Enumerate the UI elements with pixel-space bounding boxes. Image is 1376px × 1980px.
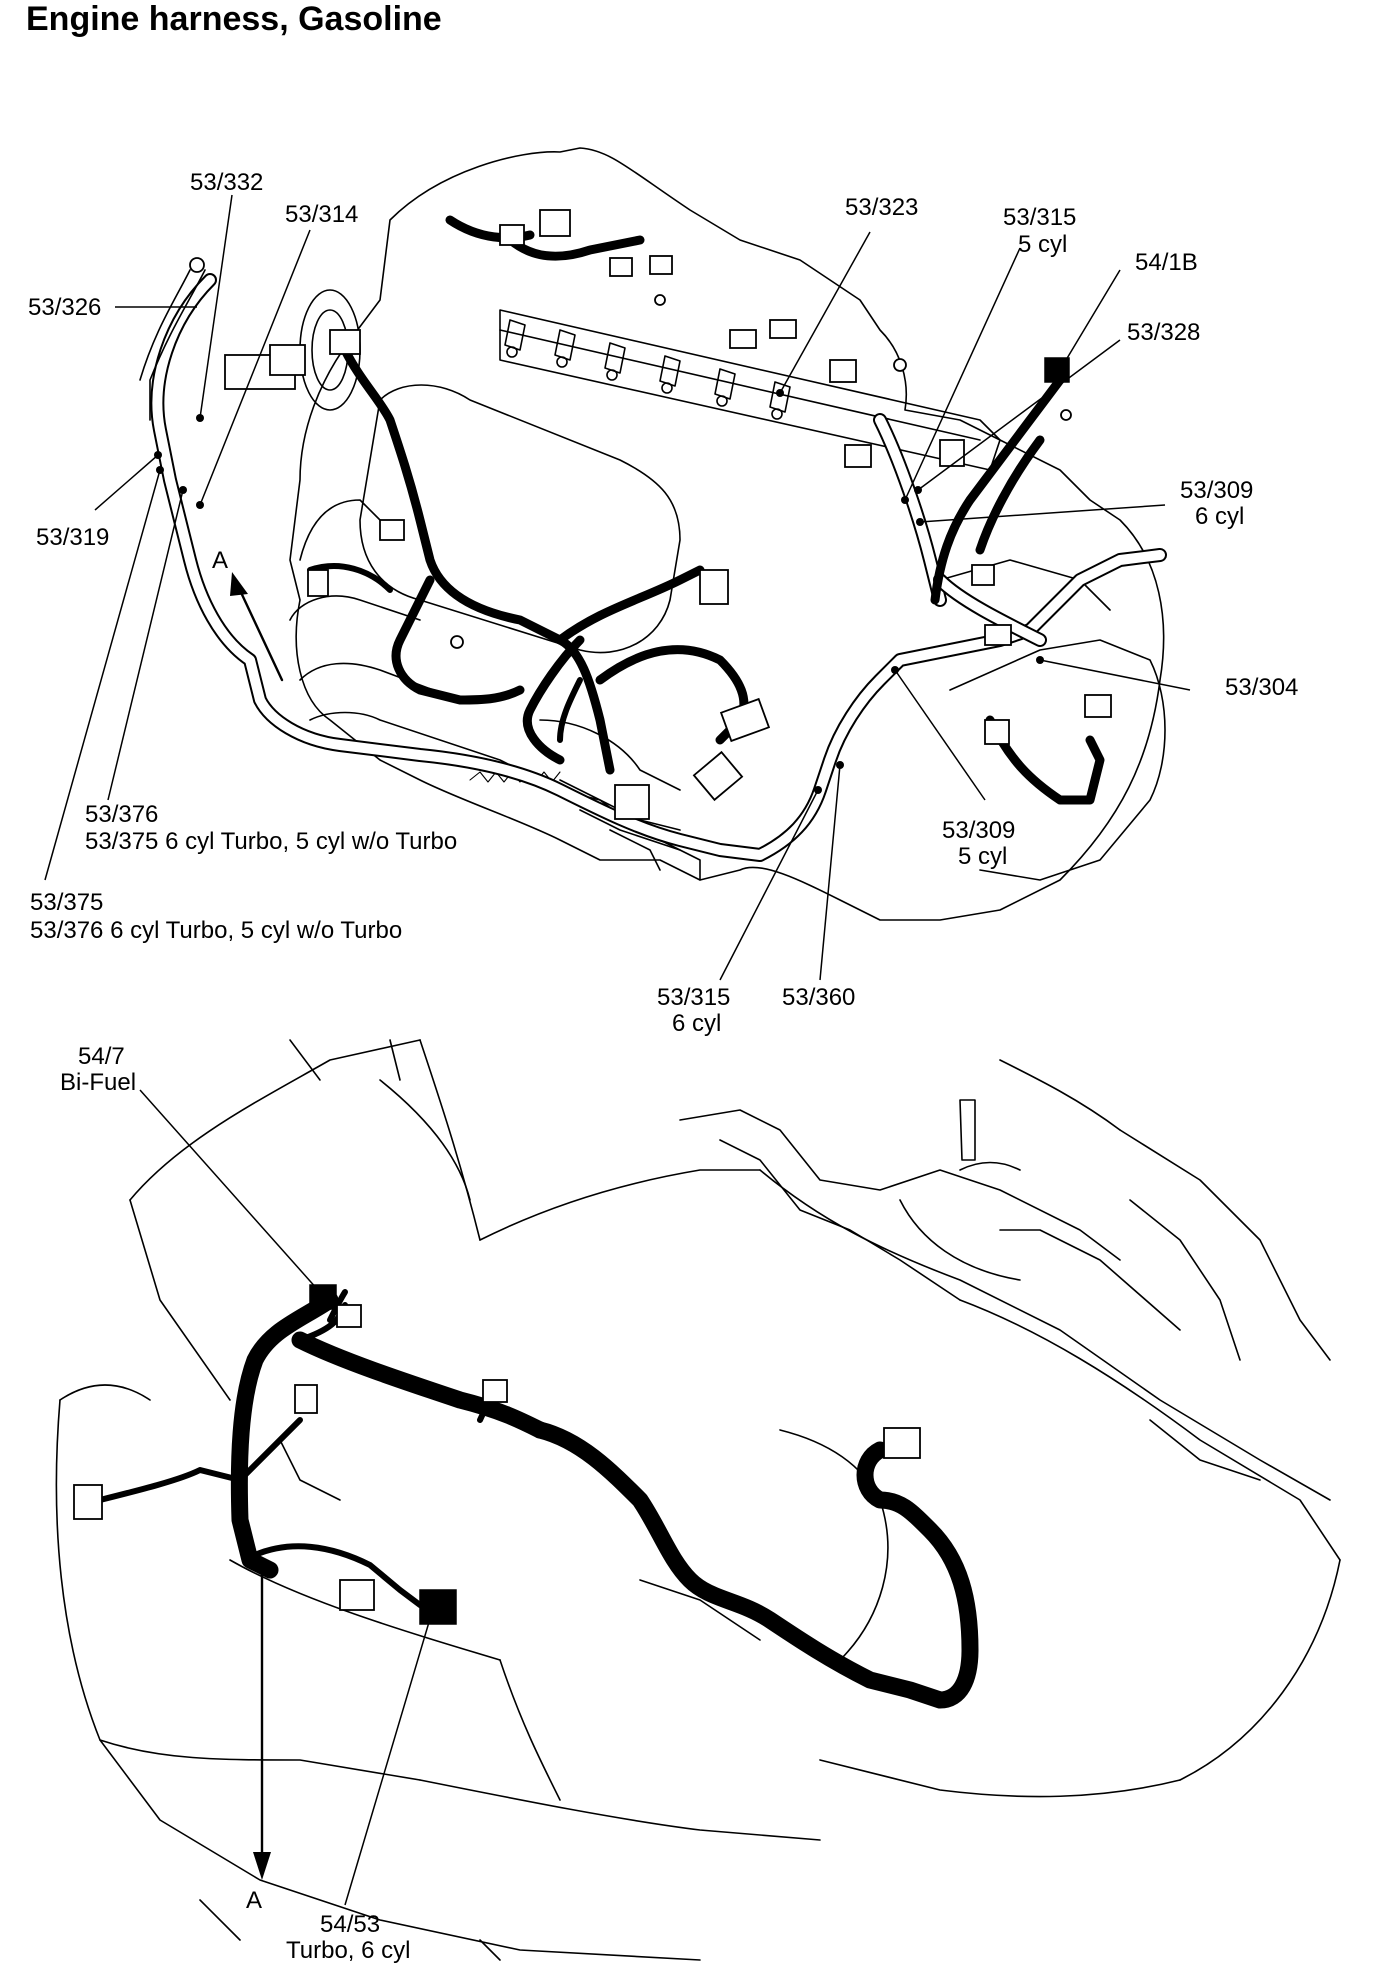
arrow-a-bottom: A <box>246 1558 271 1914</box>
car-front-view: A 54/7 Bi-Fuel 54/53 Turbo, 6 cyl <box>55 1039 1341 1964</box>
callout-53-304: 53/304 <box>1225 674 1298 701</box>
callout-53-315-6cyl-variant: 6 cyl <box>672 1010 721 1037</box>
callout-54-53-variant: Turbo, 6 cyl <box>286 1937 411 1964</box>
callout-53-315-6cyl: 53/315 <box>657 984 730 1011</box>
callout-53-309-6cyl-variant: 6 cyl <box>1195 503 1244 530</box>
callout-54-1b: 54/1B <box>1135 249 1198 276</box>
callout-53-326: 53/326 <box>28 294 101 321</box>
callout-53-376-variant: 53/375 6 cyl Turbo, 5 cyl w/o Turbo <box>85 828 457 855</box>
car-connectors <box>73 1284 921 1625</box>
callout-53-309-5cyl-variant: 5 cyl <box>958 843 1007 870</box>
callout-54-7: 54/7 <box>78 1043 125 1070</box>
injector-row <box>504 319 791 420</box>
top-callouts: 53/332 53/314 53/326 53/319 53/323 53/31… <box>28 169 1298 1037</box>
callout-53-328: 53/328 <box>1127 319 1200 346</box>
arrow-a-top-label: A <box>212 547 228 574</box>
engine-top-view: A <box>28 147 1298 1037</box>
top-leaders <box>44 194 1191 981</box>
callout-53-323: 53/323 <box>845 194 918 221</box>
callout-53-332: 53/332 <box>190 169 263 196</box>
engine-connectors <box>189 209 1112 820</box>
callout-53-319: 53/319 <box>36 524 109 551</box>
diagram-title: Engine harness, Gasoline <box>26 0 442 38</box>
callout-53-314: 53/314 <box>285 201 358 228</box>
callout-54-7-variant: Bi-Fuel <box>60 1069 136 1096</box>
callout-53-360: 53/360 <box>782 984 855 1011</box>
callout-54-53: 54/53 <box>320 1911 380 1938</box>
callout-53-375-variant: 53/376 6 cyl Turbo, 5 cyl w/o Turbo <box>30 917 402 944</box>
callout-53-309-5cyl: 53/309 <box>942 817 1015 844</box>
arrow-a-bottom-label: A <box>246 1887 262 1914</box>
arrow-a-top: A <box>212 547 284 682</box>
callout-53-375: 53/375 <box>30 889 103 916</box>
callout-53-376: 53/376 <box>85 801 158 828</box>
callout-53-309-6cyl: 53/309 <box>1180 477 1253 504</box>
bottom-callouts: 54/7 Bi-Fuel 54/53 Turbo, 6 cyl <box>60 1043 411 1964</box>
callout-53-315-5cyl: 53/315 <box>1003 204 1076 231</box>
callout-53-315-5cyl-variant: 5 cyl <box>1018 231 1067 258</box>
